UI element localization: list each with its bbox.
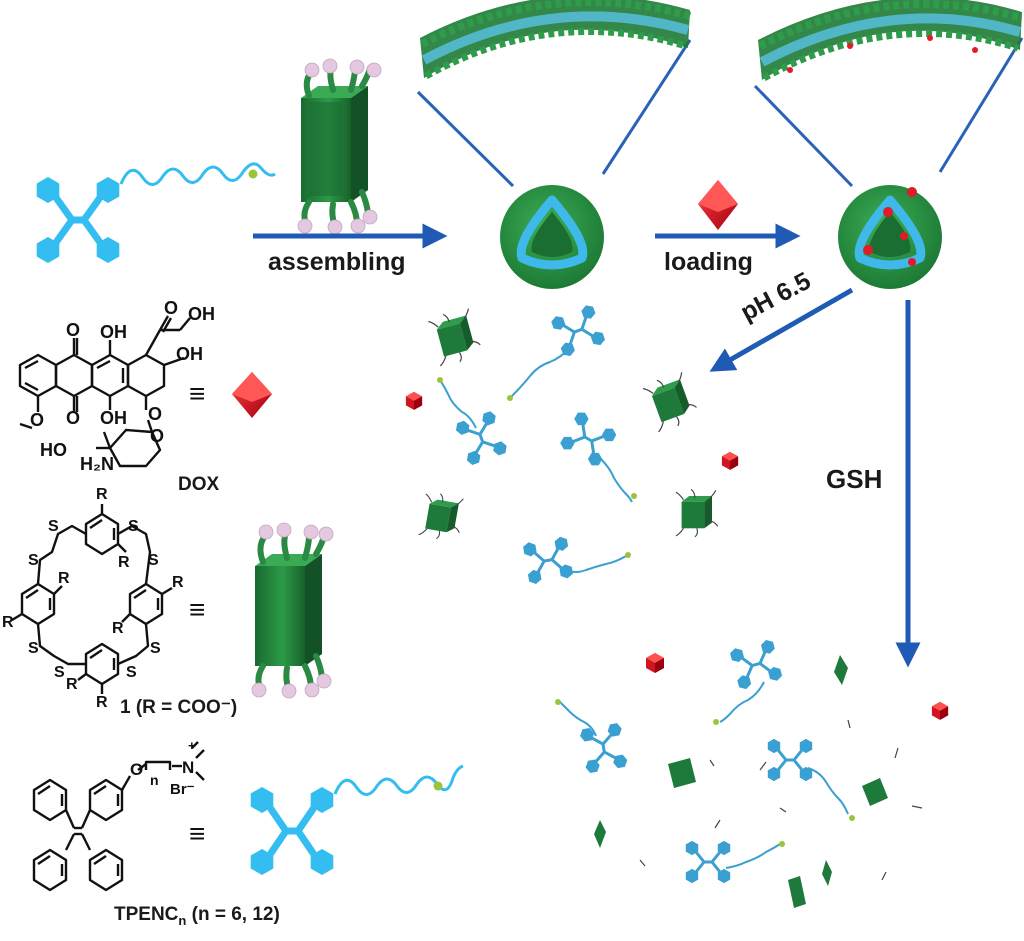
chem-o-methoxy: O	[30, 410, 45, 430]
dox-structure	[18, 315, 191, 468]
chem-s: S	[128, 518, 139, 535]
chem-o: O	[130, 760, 144, 779]
chem-r: R	[58, 570, 70, 587]
chem-plus: +	[188, 738, 196, 753]
macrocycle-cage-icon	[297, 58, 382, 235]
chem-r: R	[66, 676, 78, 693]
tpenc-label-tail: (n = 6, 12)	[186, 904, 280, 925]
chem-oh: OH	[100, 322, 127, 342]
chem-r: R	[2, 614, 14, 631]
chem-o: O	[150, 426, 165, 446]
tpenc-label: TPENCn (n = 6, 12)	[114, 904, 280, 928]
dox-drug-icon	[232, 372, 272, 418]
equivalence-sign: ≡	[189, 594, 206, 625]
dox-label: DOX	[178, 474, 220, 495]
chem-s: S	[28, 640, 39, 657]
chem-r: R	[172, 574, 184, 591]
equivalence-sign: ≡	[189, 818, 206, 849]
chem-o: O	[66, 320, 81, 340]
chem-n-subscript: n	[150, 772, 159, 788]
ph-arrow	[709, 287, 854, 372]
vesicle-icon	[500, 185, 604, 289]
dox-drug-icon	[698, 180, 738, 230]
gsh-label: GSH	[826, 464, 883, 494]
chem-r: R	[118, 554, 130, 571]
chem-r: R	[96, 694, 108, 711]
chem-br: Br⁻	[170, 781, 195, 798]
chem-r: R	[112, 620, 124, 637]
chem-s: S	[54, 664, 65, 681]
chem-o: O	[164, 298, 179, 318]
chem-n: N	[182, 758, 195, 777]
chem-o: O	[66, 408, 81, 428]
loading-label: loading	[664, 248, 753, 276]
chem-ho: HO	[40, 440, 67, 460]
tpenc-label-main: TPENC	[114, 904, 179, 925]
tpe-amphiphile-icon	[250, 764, 464, 875]
membrane-section-icon	[416, 0, 692, 188]
assembling-label: assembling	[268, 248, 406, 276]
disassembled-products	[405, 303, 739, 585]
chem-s: S	[48, 518, 59, 535]
chem-r: R	[96, 486, 108, 503]
tpenc-structure	[32, 741, 205, 892]
chem-o: O	[148, 404, 163, 424]
chem-oh: OH	[188, 304, 215, 324]
equivalence-sign: ≡	[189, 378, 206, 409]
macrocycle-cage-icon	[251, 522, 334, 699]
tpe-amphiphile-icon	[36, 162, 276, 263]
membrane-section-icon	[753, 0, 1024, 188]
chem-s: S	[148, 552, 159, 569]
compound-1-label: 1 (R = COO⁻)	[120, 697, 238, 718]
tpenc-label-sub: n	[178, 912, 187, 928]
chem-oh: OH	[176, 344, 203, 364]
chem-s: S	[126, 664, 137, 681]
gsh-degraded-products	[555, 638, 949, 908]
drug-loaded-vesicle-icon	[838, 185, 942, 289]
chem-oh: OH	[100, 408, 127, 428]
chem-h2n: H₂N	[80, 454, 114, 474]
macrocycle-structure	[11, 504, 173, 694]
chem-s: S	[150, 640, 161, 657]
chem-s: S	[28, 552, 39, 569]
